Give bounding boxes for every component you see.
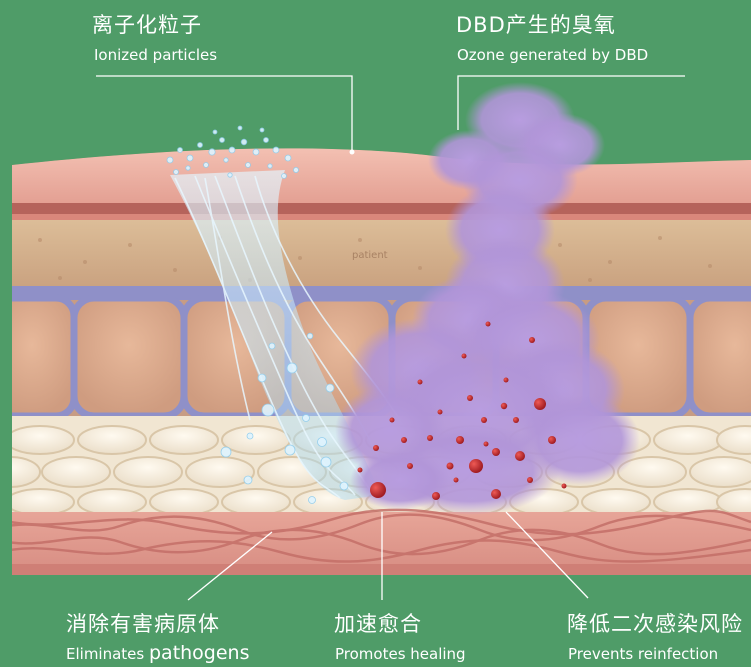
pathogens-word: pathogens xyxy=(149,642,250,664)
epidermis-layer xyxy=(12,148,751,205)
prevents-reinfection-label-en: Prevents reinfection xyxy=(568,645,718,663)
embossed-label: patient xyxy=(352,250,388,261)
ozone-label-en: Ozone generated by DBD xyxy=(457,46,648,64)
eliminates-pathogens-label-zh: 消除有害病原体 xyxy=(66,608,220,638)
promotes-healing-label-en: Promotes healing xyxy=(335,645,466,663)
eliminates-prefix: Eliminates xyxy=(66,645,149,663)
prevents-reinfection-label-zh: 降低二次感染风险 xyxy=(567,608,743,638)
ionized-particles-label-en: Ionized particles xyxy=(94,46,217,64)
promotes-healing-label-zh: 加速愈合 xyxy=(334,608,422,638)
eliminates-pathogens-label-en: Eliminates pathogens xyxy=(66,642,250,664)
anchor-dot xyxy=(350,150,355,155)
ozone-label-zh: DBD产生的臭氧 xyxy=(456,9,616,39)
ionized-particles-label-zh: 离子化粒子 xyxy=(92,9,202,39)
